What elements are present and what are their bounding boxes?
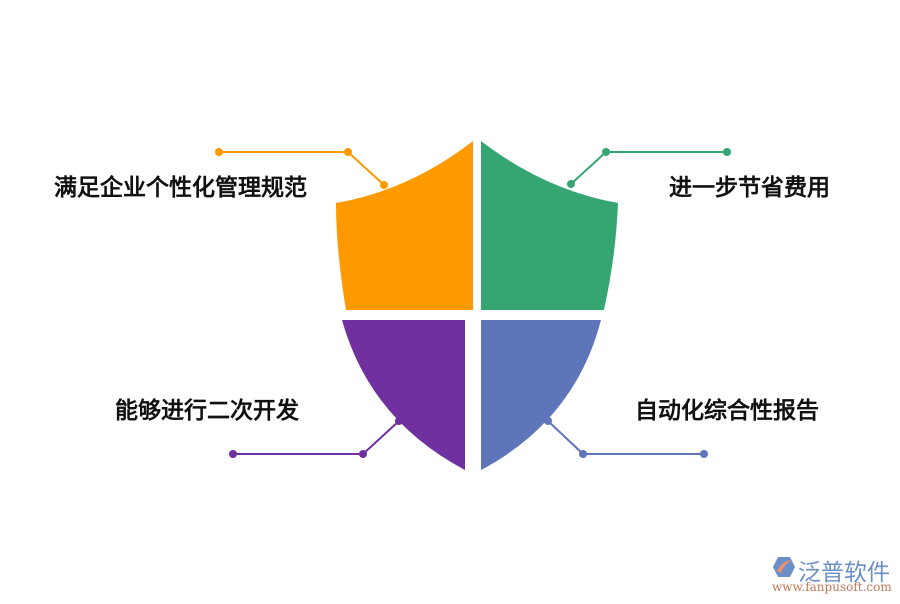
watermark-name: 泛普软件: [798, 560, 890, 586]
label-bottom-right: 自动化综合性报告: [635, 398, 819, 424]
label-bottom-left: 能够进行二次开发: [115, 398, 299, 424]
connector-bottom-left: [229, 417, 403, 458]
shield-quadrant-bottom-left: [342, 320, 465, 470]
connector-top-right: [567, 148, 731, 188]
watermark-logo: 泛普软件 www.fanpusoft.com: [768, 553, 898, 597]
shield-quadrant-top-left: [336, 141, 473, 310]
connector-bottom-right: [544, 417, 708, 458]
watermark-url: www.fanpusoft.com: [772, 580, 892, 594]
label-top-right: 进一步节省费用: [669, 175, 830, 201]
connector-top-left: [215, 148, 388, 189]
label-top-left: 满足企业个性化管理规范: [54, 175, 307, 201]
fanpu-logo-icon: [773, 557, 795, 577]
shield-quadrant-top-right: [481, 141, 618, 310]
shield-quadrant-bottom-right: [481, 320, 601, 470]
